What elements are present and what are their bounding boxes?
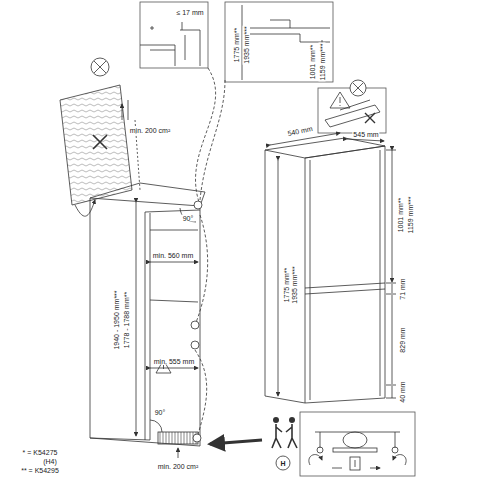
dimension-label: min. 560 mm [152,252,194,259]
dimension-label: min. 555 mm [153,358,195,365]
dimension-label: 1940 - 1950 mm*** [113,289,120,350]
dimension-label: 90° [182,215,195,222]
dimension-label: 1001 mm** [397,197,404,234]
dimension-label: 540 mm [286,125,314,138]
dimension-label: 1775 mm** [283,267,290,304]
dimension-label: ≤ 17 mm [175,9,204,16]
dimension-label: 1775 mm** [233,27,240,64]
dimension-label: 1935 mm*** [291,265,298,304]
dimension-label: min. 200 cm² [157,463,199,470]
footnote: ** = K54295 [20,467,60,474]
dimension-label: 40 mm [399,380,406,403]
dimension-label: 1159 mm*** [407,196,414,235]
dimension-label: 1935 mm*** [243,25,250,64]
icon-letter: H [279,460,286,467]
footnote: * = K54275 [22,449,59,456]
dimension-label: 71 mm [399,277,406,300]
dimension-label: 1159 mm*** [319,43,326,82]
footnote: (H4) [42,458,58,465]
dimension-label: min. 200 cm² [129,127,171,134]
dimension-label: 1778 - 1788 mm** [123,291,130,349]
dimension-label: 829 mm [399,326,406,353]
dimension-label: 545 mm [352,131,379,138]
dimension-label: 90° [154,409,167,416]
dimension-label: 1001 mm** [309,44,316,81]
